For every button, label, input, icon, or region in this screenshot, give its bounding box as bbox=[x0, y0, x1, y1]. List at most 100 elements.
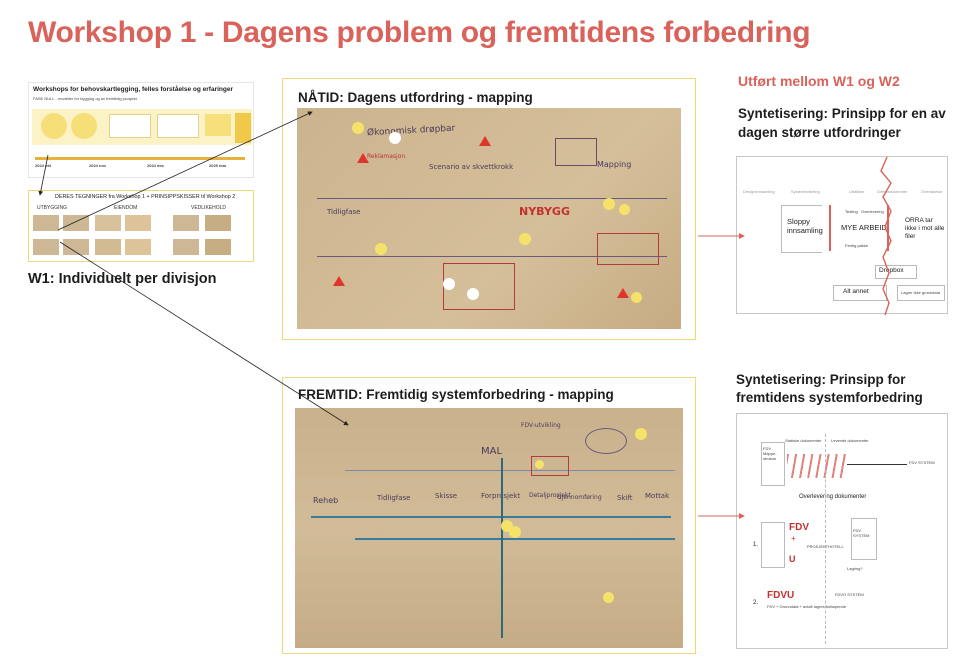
synth2-mappe: FDV Mappe-struktur bbox=[763, 446, 777, 461]
w1-photo bbox=[205, 215, 231, 231]
now-sticky bbox=[352, 122, 364, 134]
w1-photo bbox=[95, 239, 121, 255]
synth2-box bbox=[761, 442, 785, 486]
w1-photo bbox=[125, 239, 151, 255]
synth1-small-label: Testing bbox=[845, 209, 858, 214]
future-sketch-word: Skisse bbox=[435, 492, 458, 500]
w1-column-label: VEDLIKEHOLD bbox=[191, 205, 227, 211]
synth2-fdvu-desc: FDV + Grunndata + avtalt lagres fortløpe… bbox=[767, 604, 846, 609]
future-sketch-line bbox=[311, 516, 671, 518]
synth2-num: 2. bbox=[753, 600, 759, 606]
synth1-box bbox=[833, 285, 887, 301]
synth1-box bbox=[875, 265, 917, 279]
future-sketch-box bbox=[531, 456, 569, 476]
now-sticky bbox=[619, 204, 630, 215]
w1-photo bbox=[33, 239, 59, 255]
now-sketch-word: Scenario av skvettkrokk bbox=[429, 163, 514, 171]
future-sketch-word: Mottak bbox=[645, 492, 670, 500]
now-photo: Økonomisk drøpbar Scenario av skvettkrok… bbox=[297, 108, 681, 329]
synth1-header-label: Designinnsamling bbox=[743, 189, 775, 194]
synth1-box-text: Lagrer ikke grunndata bbox=[901, 290, 940, 295]
synth2-plus: + bbox=[791, 534, 796, 543]
future-photo: FDV-utvikling MAL Reheb Tidligfase Skiss… bbox=[295, 408, 683, 648]
synth1-crack bbox=[880, 157, 892, 315]
w1-photo bbox=[63, 239, 89, 255]
future-sticky bbox=[603, 592, 614, 603]
synth1-header-label: Systemfordeling bbox=[791, 189, 820, 194]
synth1-box-text: ORRA tar ikke i mot alle filer bbox=[905, 217, 945, 240]
now-sketch-line bbox=[317, 198, 667, 199]
synth2-fdvu: FDVU bbox=[767, 590, 795, 601]
now-sketch-word: Mapping bbox=[597, 160, 632, 169]
synth2-arrow-band bbox=[787, 454, 847, 478]
synth1-label: Syntetisering: Prinsipp for en av dagen … bbox=[738, 106, 946, 140]
now-sketch-word: Økonomisk drøpbar bbox=[366, 123, 456, 139]
w1-thumb-year: 2024 okt bbox=[35, 163, 52, 168]
future-sketch-word: Detaljprosjekt bbox=[529, 492, 571, 499]
synth1-box bbox=[897, 285, 945, 301]
w1-thumb-year: 2024 des bbox=[147, 163, 164, 168]
w1-thumb-circle bbox=[71, 113, 97, 139]
synth2-fdv-system: FDV SYSTEM bbox=[909, 460, 935, 465]
now-label: NÅTID: Dagens utfordring - mapping bbox=[298, 90, 533, 105]
future-sketch-word: Reheb bbox=[313, 496, 339, 505]
now-red-marker bbox=[333, 276, 345, 286]
synth2-arrow-line bbox=[847, 464, 907, 465]
now-sketch-word: NYBYGG bbox=[519, 205, 570, 218]
future-sketch-box bbox=[585, 428, 627, 454]
synth1-box bbox=[781, 205, 822, 253]
synth1-small-label: Ferdig pakke bbox=[845, 243, 869, 248]
synth1-small-label: Overlevering bbox=[861, 209, 884, 214]
future-sketch-word: FDV-utvikling bbox=[521, 422, 561, 429]
synth2-overlevering: Overlevering dokumenter bbox=[799, 494, 867, 500]
w1-photo bbox=[33, 215, 59, 231]
future-sketch-line bbox=[501, 458, 503, 638]
future-sketch-word: Tidligfase bbox=[377, 494, 411, 502]
synth1-header-label: Overtakelse bbox=[921, 189, 943, 194]
future-sketch-word: MAL bbox=[481, 446, 503, 457]
w1-photo bbox=[95, 215, 121, 231]
now-sketch-word: Tidligfase bbox=[327, 208, 361, 216]
w1-thumb-bottom-heading: DERES TEGNINGER fra Workshop 1 + PRINSIP… bbox=[55, 194, 236, 200]
w1-thumb-box bbox=[157, 114, 199, 138]
performed-label: Utført mellom W1 og W2 bbox=[738, 73, 900, 89]
w1-photo bbox=[173, 239, 199, 255]
w1-thumb-circle bbox=[41, 113, 67, 139]
synth1-box-text: MYE ARBEID bbox=[841, 223, 887, 232]
synth2-dashed-line bbox=[825, 434, 826, 644]
synth2-diagram: Statiske dokumenter Levende dokumenter F… bbox=[736, 413, 948, 649]
future-sketch-line bbox=[345, 470, 675, 471]
future-sticky bbox=[535, 460, 544, 469]
w1-thumb-box bbox=[109, 114, 151, 138]
w1-thumb-box bbox=[235, 113, 251, 143]
future-sketch-line bbox=[355, 538, 675, 540]
synth2-fdv-system-2: FDV SYSTEM bbox=[853, 528, 870, 538]
synth1-box-text: Dropbox bbox=[879, 267, 904, 274]
w1-thumb-timeline bbox=[35, 157, 245, 160]
w1-column-label: EIENDOM bbox=[114, 205, 138, 211]
synth1-box-text: Sloppy innsamling bbox=[787, 217, 823, 235]
synth2-u: U bbox=[789, 554, 796, 564]
now-sticky bbox=[467, 288, 479, 300]
synth2-top-label: Statiske dokumenter bbox=[785, 438, 822, 443]
now-sticky bbox=[389, 132, 401, 144]
now-sticky bbox=[519, 233, 531, 245]
now-frame: NÅTID: Dagens utfordring - mapping Økono… bbox=[282, 78, 696, 340]
future-sticky bbox=[635, 428, 647, 440]
synth2-label: Syntetisering: Prinsipp for fremtidens s… bbox=[736, 372, 923, 405]
future-label: FREMTID: Fremtidig systemforbedring - ma… bbox=[298, 387, 614, 402]
now-sketch-box bbox=[555, 138, 597, 166]
future-sketch-word: Skift bbox=[617, 494, 633, 502]
synth2-num: 1. bbox=[753, 542, 759, 548]
w1-photo bbox=[173, 215, 199, 231]
synth1-work-box bbox=[829, 205, 889, 251]
synth2-box bbox=[761, 522, 785, 568]
w1-photo bbox=[125, 215, 151, 231]
w1-thumb-top: Workshops for behovskartlegging, felles … bbox=[28, 82, 254, 178]
w1-thumb-year: 2025 mar bbox=[209, 163, 227, 168]
synth2-fdvu-system: FDVO SYSTEM bbox=[835, 592, 864, 597]
w1-photo bbox=[63, 215, 89, 231]
w1-thumb-box bbox=[205, 114, 231, 136]
now-sketch-line bbox=[317, 256, 667, 257]
w1-thumb-subheading: FASE NULL - modeller for bygging og av f… bbox=[33, 96, 137, 101]
